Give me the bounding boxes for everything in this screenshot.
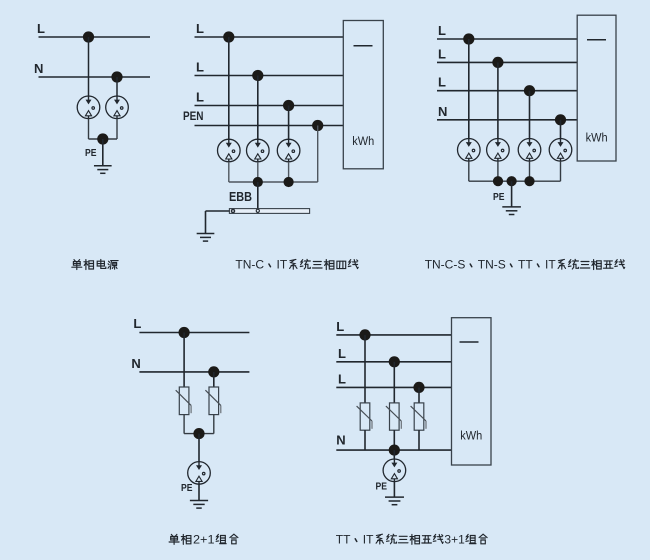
svg-text:3+1: 3+1 xyxy=(444,532,465,546)
svg-text:L: L xyxy=(438,46,446,61)
svg-text:PE: PE xyxy=(181,483,193,494)
svg-text:L: L xyxy=(438,23,446,38)
svg-text:IT: IT xyxy=(277,258,288,272)
svg-text:L: L xyxy=(196,90,204,105)
svg-text:N: N xyxy=(131,356,140,371)
svg-text:L: L xyxy=(133,316,141,331)
svg-text:IT: IT xyxy=(363,532,374,546)
svg-text:L: L xyxy=(338,346,346,361)
svg-text:PE: PE xyxy=(376,482,388,493)
svg-text:L: L xyxy=(336,319,344,334)
svg-text:TN-C-S: TN-C-S xyxy=(425,258,466,272)
svg-text:N: N xyxy=(34,61,43,76)
svg-text:kWh: kWh xyxy=(460,431,482,443)
svg-text:kWh: kWh xyxy=(586,133,608,145)
svg-text:L: L xyxy=(438,75,446,90)
svg-text:N: N xyxy=(438,104,447,119)
svg-text:IT: IT xyxy=(545,258,556,272)
svg-text:PEN: PEN xyxy=(183,109,204,123)
svg-text:TN-S: TN-S xyxy=(478,258,506,272)
svg-text:TT: TT xyxy=(336,532,351,546)
svg-text:PE: PE xyxy=(493,192,505,203)
svg-text:TT: TT xyxy=(518,258,533,272)
svg-text:N: N xyxy=(336,433,345,448)
svg-text:TN-C: TN-C xyxy=(235,258,264,272)
svg-text:L: L xyxy=(338,372,346,387)
svg-text:2+1: 2+1 xyxy=(193,532,215,546)
svg-text:EBB: EBB xyxy=(229,190,252,204)
svg-text:L: L xyxy=(196,21,204,36)
svg-text:PE: PE xyxy=(85,148,97,159)
svg-text:L: L xyxy=(196,60,204,75)
svg-text:kWh: kWh xyxy=(352,136,374,148)
svg-text:L: L xyxy=(37,21,45,36)
